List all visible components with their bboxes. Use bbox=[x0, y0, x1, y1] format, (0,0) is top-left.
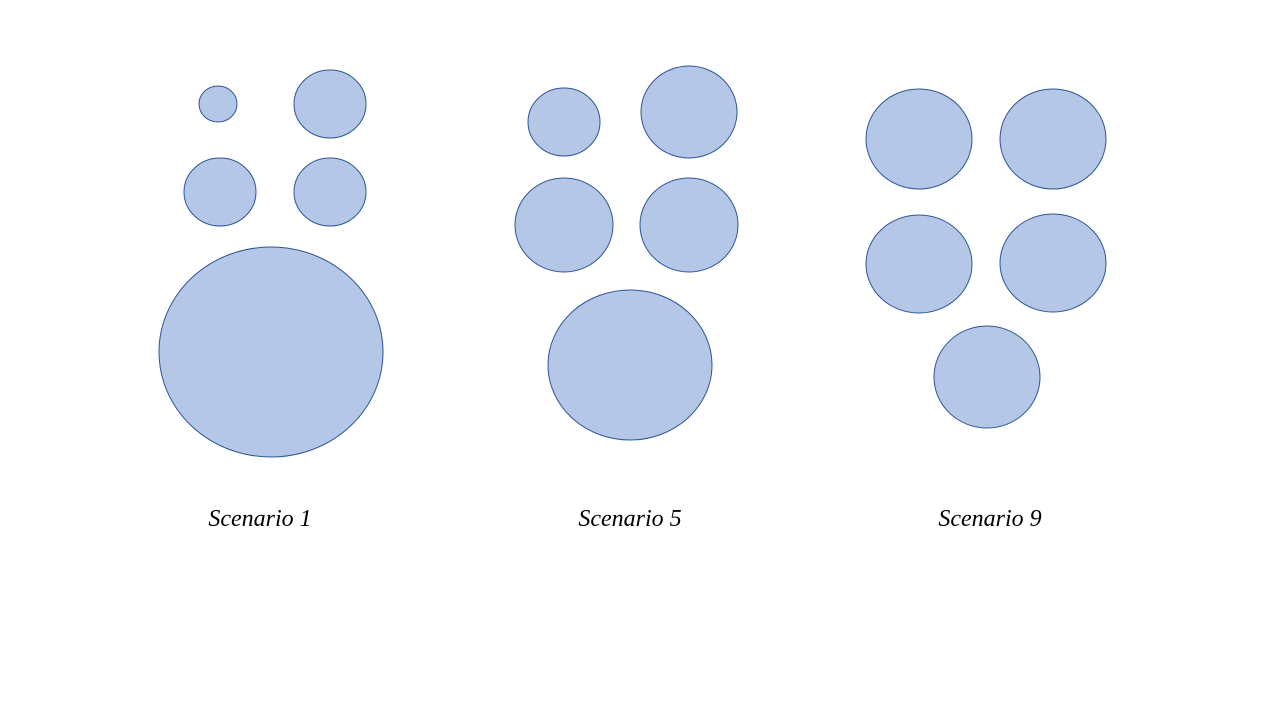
scenario-1-label: Scenario 1 bbox=[208, 506, 311, 532]
scenario-5-circle-middle-right bbox=[639, 177, 739, 273]
scenario-5-group: Scenario 5 bbox=[514, 65, 739, 532]
scenario-5-label: Scenario 5 bbox=[578, 506, 681, 532]
scenario-9-group: Scenario 9 bbox=[865, 88, 1107, 532]
scenario-1-circle-top-right bbox=[293, 69, 367, 139]
scenario-1-circle-bottom bbox=[158, 246, 384, 458]
scenario-9-circle-top-right bbox=[999, 88, 1107, 190]
scenario-1-circle-middle-left bbox=[183, 157, 257, 227]
scenario-5-circle-top-left bbox=[527, 87, 601, 157]
scenario-1-circle-top-left bbox=[198, 85, 238, 123]
scenario-9-circle-middle-right bbox=[999, 213, 1107, 313]
scenario-1-group: Scenario 1 bbox=[158, 69, 384, 532]
scenario-1-circle-middle-right bbox=[293, 157, 367, 227]
scenario-5-circle-top-right bbox=[640, 65, 738, 159]
scenario-9-circle-bottom bbox=[933, 325, 1041, 429]
scenario-9-label: Scenario 9 bbox=[938, 506, 1041, 532]
scenario-9-circle-top-left bbox=[865, 88, 973, 190]
scenario-9-circle-middle-left bbox=[865, 214, 973, 314]
scenario-5-circle-bottom bbox=[547, 289, 713, 441]
scenario-5-circle-middle-left bbox=[514, 177, 614, 273]
